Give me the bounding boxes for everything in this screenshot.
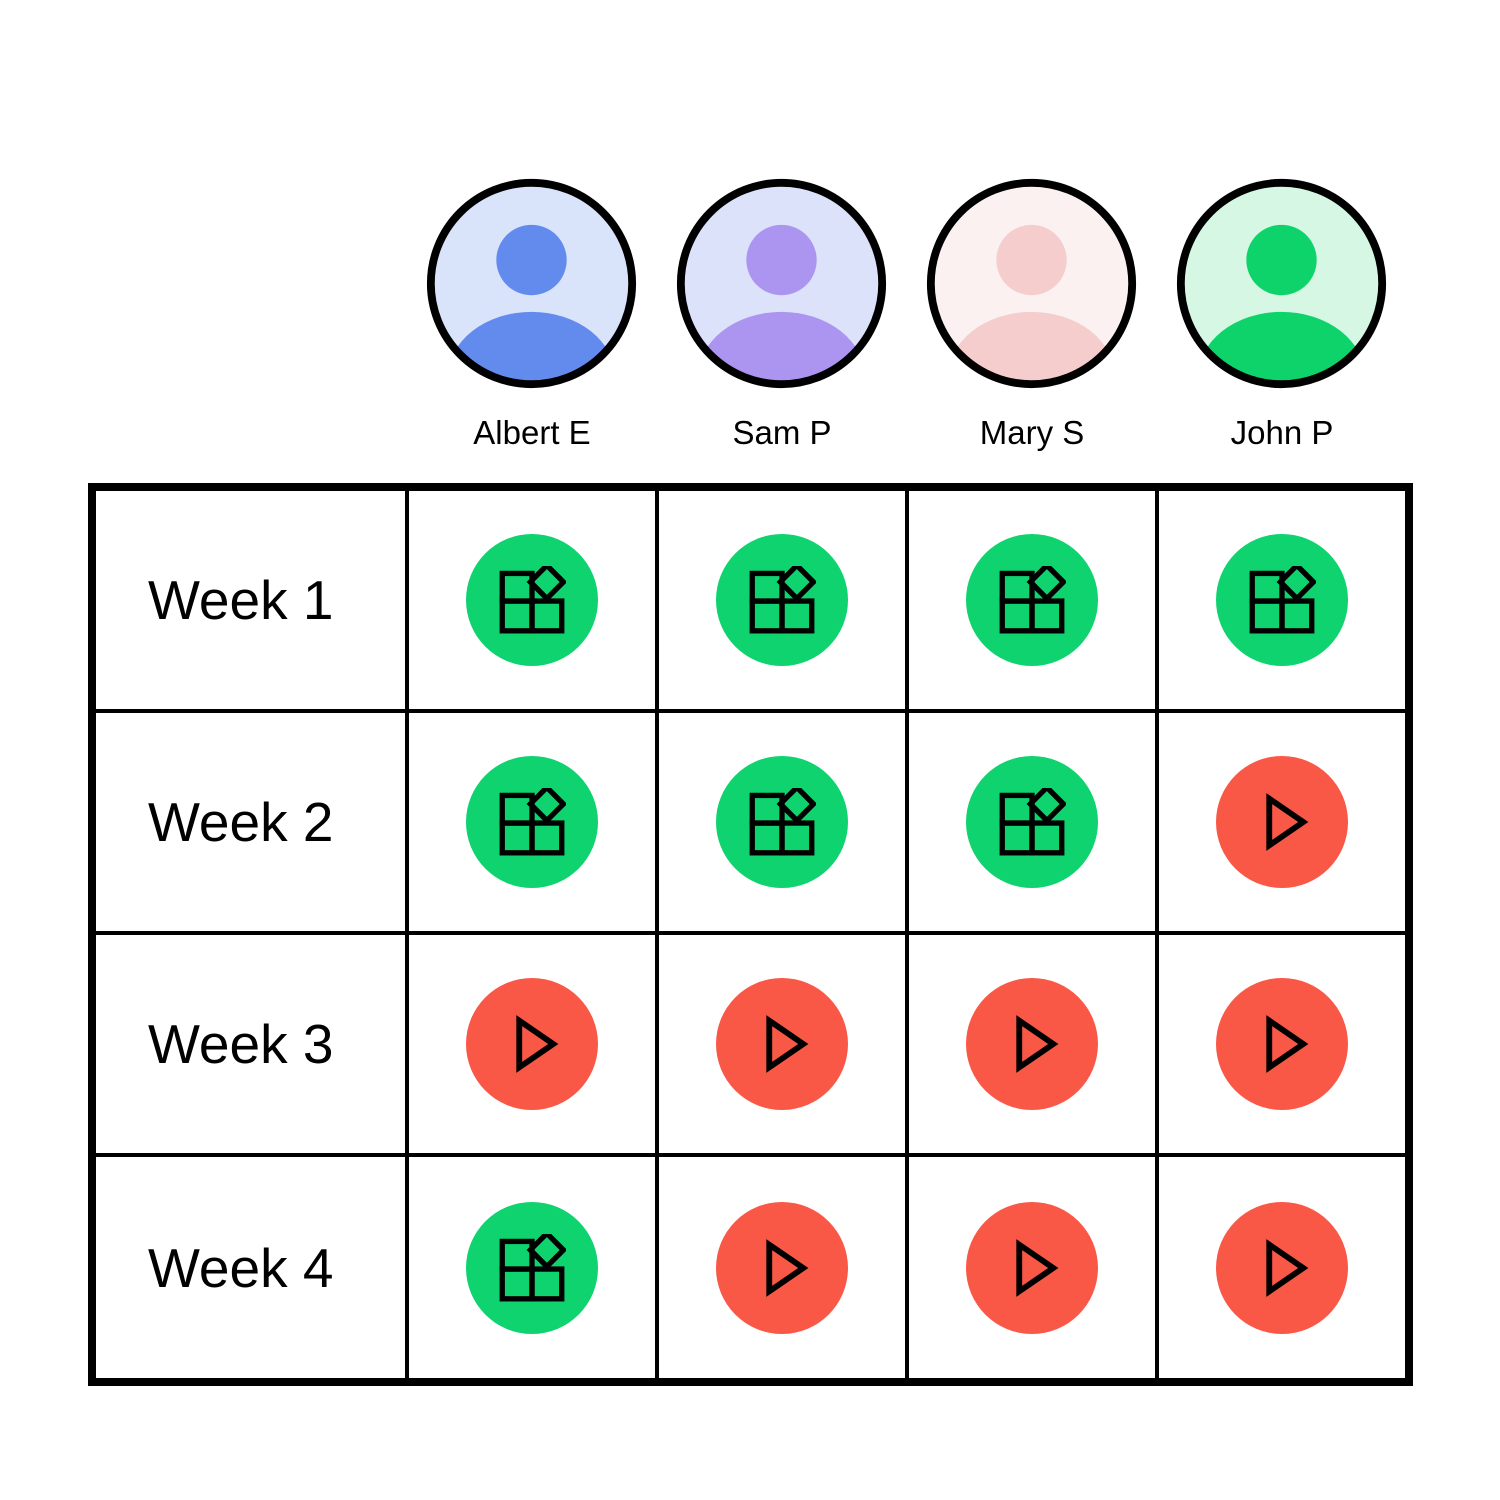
blocks-icon bbox=[999, 788, 1066, 856]
status-cell bbox=[909, 713, 1159, 935]
status-cell bbox=[909, 491, 1159, 713]
avatar-albert-e bbox=[426, 178, 637, 389]
person-name: Mary S bbox=[979, 414, 1085, 451]
week-label: Week 3 bbox=[148, 1013, 334, 1075]
status-badge bbox=[1216, 534, 1348, 666]
blocks-icon bbox=[499, 566, 566, 634]
status-cell bbox=[409, 1157, 659, 1378]
status-badge bbox=[1216, 756, 1348, 888]
blocks-icon bbox=[499, 1233, 566, 1301]
status-badge bbox=[1216, 1201, 1348, 1334]
play-icon bbox=[1266, 1015, 1309, 1073]
week-label-cell: Week 3 bbox=[96, 935, 409, 1157]
status-badge bbox=[966, 1201, 1098, 1334]
status-cell bbox=[1159, 935, 1405, 1157]
avatar-mary-s bbox=[926, 178, 1137, 389]
status-cell bbox=[1159, 1157, 1405, 1378]
avatar-ring bbox=[1176, 178, 1387, 389]
status-cell bbox=[659, 713, 909, 935]
blocks-icon bbox=[499, 788, 566, 856]
play-icon bbox=[1016, 1238, 1059, 1297]
person-icon bbox=[947, 224, 1116, 382]
status-badge bbox=[966, 978, 1098, 1110]
person-name: John P bbox=[1230, 414, 1334, 451]
status-badge bbox=[716, 534, 848, 666]
person-icon bbox=[447, 224, 616, 382]
play-icon bbox=[1016, 1015, 1059, 1073]
blocks-icon bbox=[999, 566, 1066, 634]
status-badge bbox=[466, 534, 598, 666]
status-cell bbox=[909, 1157, 1159, 1378]
avatar-ring bbox=[926, 178, 1137, 389]
status-badge bbox=[716, 978, 848, 1110]
week-label: Week 1 bbox=[148, 569, 334, 631]
status-badge bbox=[966, 534, 1098, 666]
week-label-cell: Week 1 bbox=[96, 491, 409, 713]
person-name: Albert E bbox=[473, 414, 591, 451]
person-icon bbox=[697, 224, 866, 382]
blocks-icon bbox=[749, 788, 816, 856]
weekly-status-table: Week 1 Week 2 bbox=[88, 483, 1413, 1386]
status-cell bbox=[1159, 713, 1405, 935]
status-cell bbox=[409, 491, 659, 713]
status-cell bbox=[409, 935, 659, 1157]
status-cell bbox=[659, 1157, 909, 1378]
play-icon bbox=[766, 1238, 809, 1297]
avatar-john-p bbox=[1176, 178, 1387, 389]
status-badge bbox=[466, 1201, 598, 1334]
play-icon bbox=[1266, 793, 1309, 851]
status-cell bbox=[1159, 491, 1405, 713]
status-badge bbox=[716, 756, 848, 888]
blocks-icon bbox=[749, 566, 816, 634]
status-badge bbox=[966, 756, 1098, 888]
status-cell bbox=[659, 935, 909, 1157]
status-badge bbox=[1216, 978, 1348, 1110]
avatar-sam-p bbox=[676, 178, 887, 389]
status-badge bbox=[466, 756, 598, 888]
status-cell bbox=[409, 713, 659, 935]
play-icon bbox=[766, 1015, 809, 1073]
play-icon bbox=[1266, 1238, 1309, 1297]
week-label: Week 2 bbox=[148, 791, 334, 853]
avatar-ring bbox=[426, 178, 637, 389]
blocks-icon bbox=[1249, 566, 1316, 634]
status-cell bbox=[659, 491, 909, 713]
avatar-ring bbox=[676, 178, 887, 389]
status-badge bbox=[716, 1201, 848, 1334]
play-icon bbox=[516, 1015, 559, 1073]
week-label-cell: Week 4 bbox=[96, 1157, 409, 1378]
status-badge bbox=[466, 978, 598, 1110]
person-name: Sam P bbox=[732, 414, 832, 451]
week-label: Week 4 bbox=[148, 1236, 334, 1299]
week-label-cell: Week 2 bbox=[96, 713, 409, 935]
status-cell bbox=[909, 935, 1159, 1157]
person-icon bbox=[1197, 224, 1366, 382]
